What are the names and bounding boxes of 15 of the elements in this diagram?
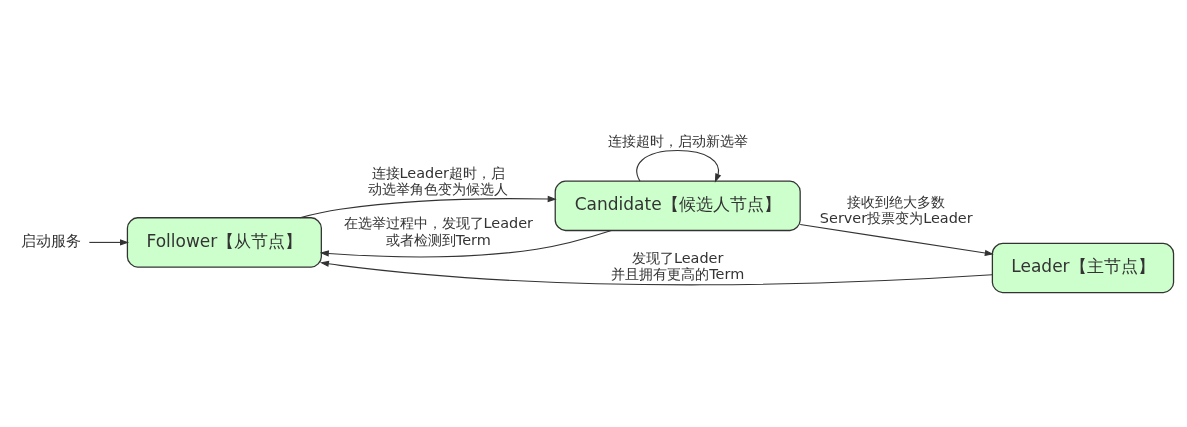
arrow: [799, 224, 994, 257]
arrow: [319, 260, 993, 286]
edge-label: 发现了Leader 并且拥有更高的Term: [611, 249, 745, 282]
edge-label: 连接Leader超时，启动选举角色变为候选人: [368, 165, 509, 198]
edge-label: 接收到绝大多数Server投票变为Leader: [819, 194, 973, 227]
edge-label: 在选举过程中，发现了Leader 或者检测到Term: [343, 215, 534, 248]
arrow: [299, 195, 557, 219]
edge-label: 连接超时，启动新选举: [607, 132, 748, 149]
arrow: [88, 239, 130, 246]
node-box: Follower【从节点】: [126, 217, 322, 268]
node-box: Leader【主节点】: [991, 242, 1175, 294]
arrow: [319, 229, 612, 258]
arrow: [636, 150, 722, 183]
node-text: 启动服务: [21, 232, 82, 251]
node-box: Candidate【候选人节点】: [554, 180, 801, 232]
